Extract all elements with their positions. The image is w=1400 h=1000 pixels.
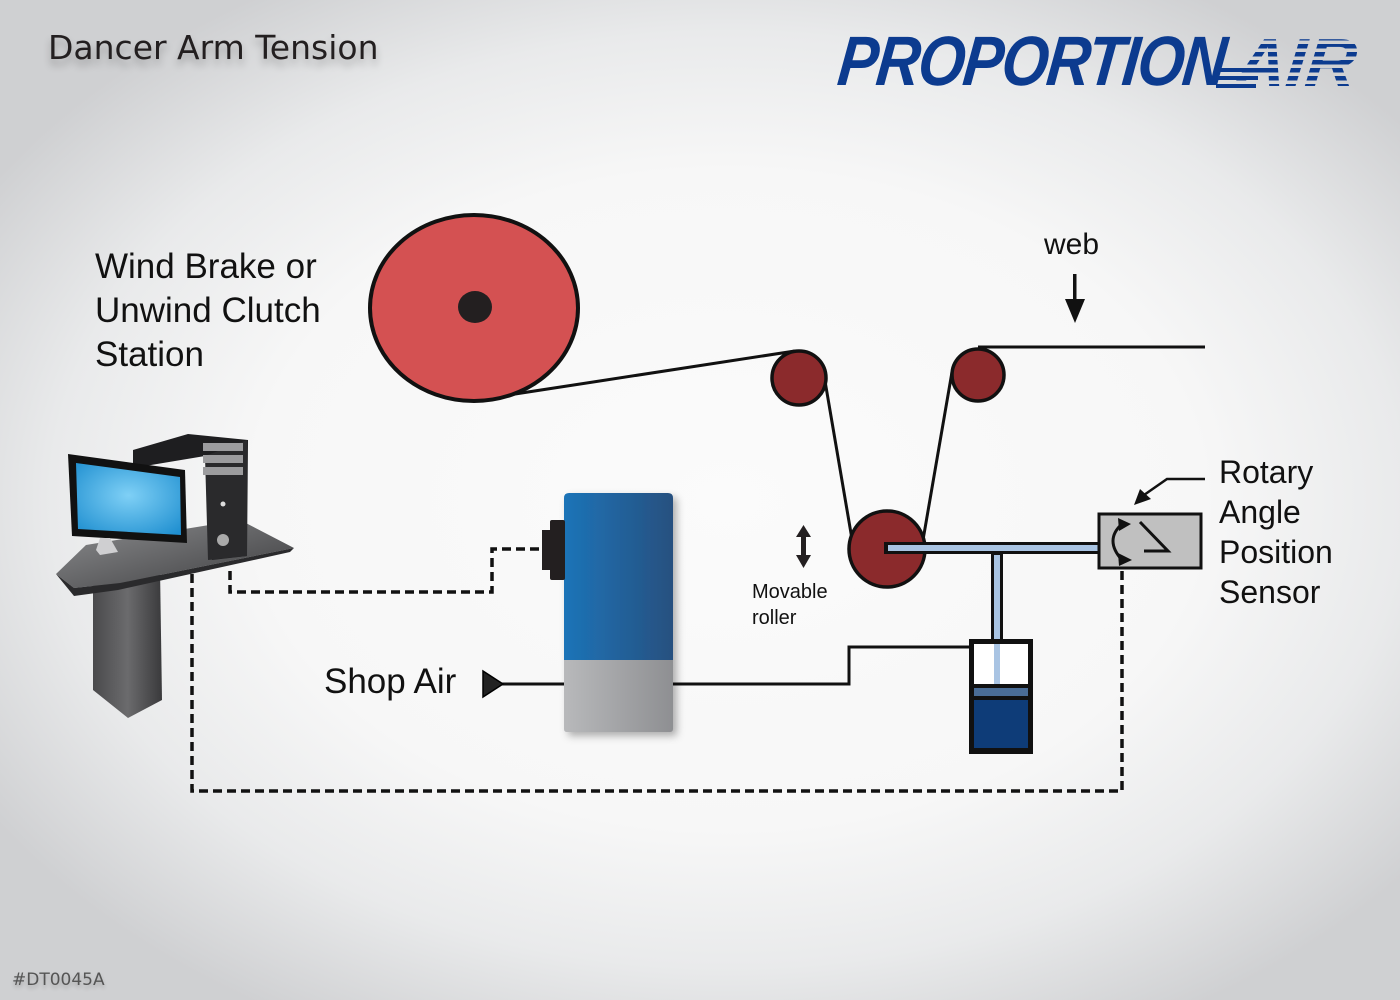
up-down-arrow-icon: [796, 525, 811, 568]
air-line: [500, 645, 969, 686]
signal-line: [190, 547, 1124, 793]
angle-icon: [1138, 520, 1172, 553]
sensor-label: Rotary Angle Position Sensor: [1219, 454, 1333, 610]
idler-roller-left: [770, 349, 828, 407]
logo-air-striped: AIR: [842, 28, 1362, 94]
proportion-air-logo: PROPORTION AIR: [834, 22, 1362, 100]
sensor-callout-arrow: [1134, 477, 1205, 505]
station-label: Wind Brake or Unwind Clutch Station: [95, 247, 321, 374]
shop-air-label: Shop Air: [324, 662, 457, 701]
reel-core: [458, 291, 492, 323]
shop-air-inlet-icon: [482, 669, 505, 699]
pneumatic-cylinder: [969, 639, 1033, 754]
electro-pneumatic-regulator: [542, 493, 673, 732]
electrical-connector: [550, 520, 565, 580]
rotary-angle-position-sensor: [1097, 512, 1203, 570]
movable-roller-label: Movable roller: [752, 581, 828, 629]
idler-roller-right: [950, 347, 1006, 403]
web-label: web: [1044, 228, 1100, 261]
computer-workstation-icon: [56, 434, 294, 718]
document-id: #DT0045A: [12, 970, 105, 990]
page-title: Dancer Arm Tension: [48, 28, 379, 67]
web-arrow-icon: [1065, 274, 1085, 323]
wind-unwind-station-reel: [368, 213, 580, 403]
web-material: [501, 345, 1205, 546]
